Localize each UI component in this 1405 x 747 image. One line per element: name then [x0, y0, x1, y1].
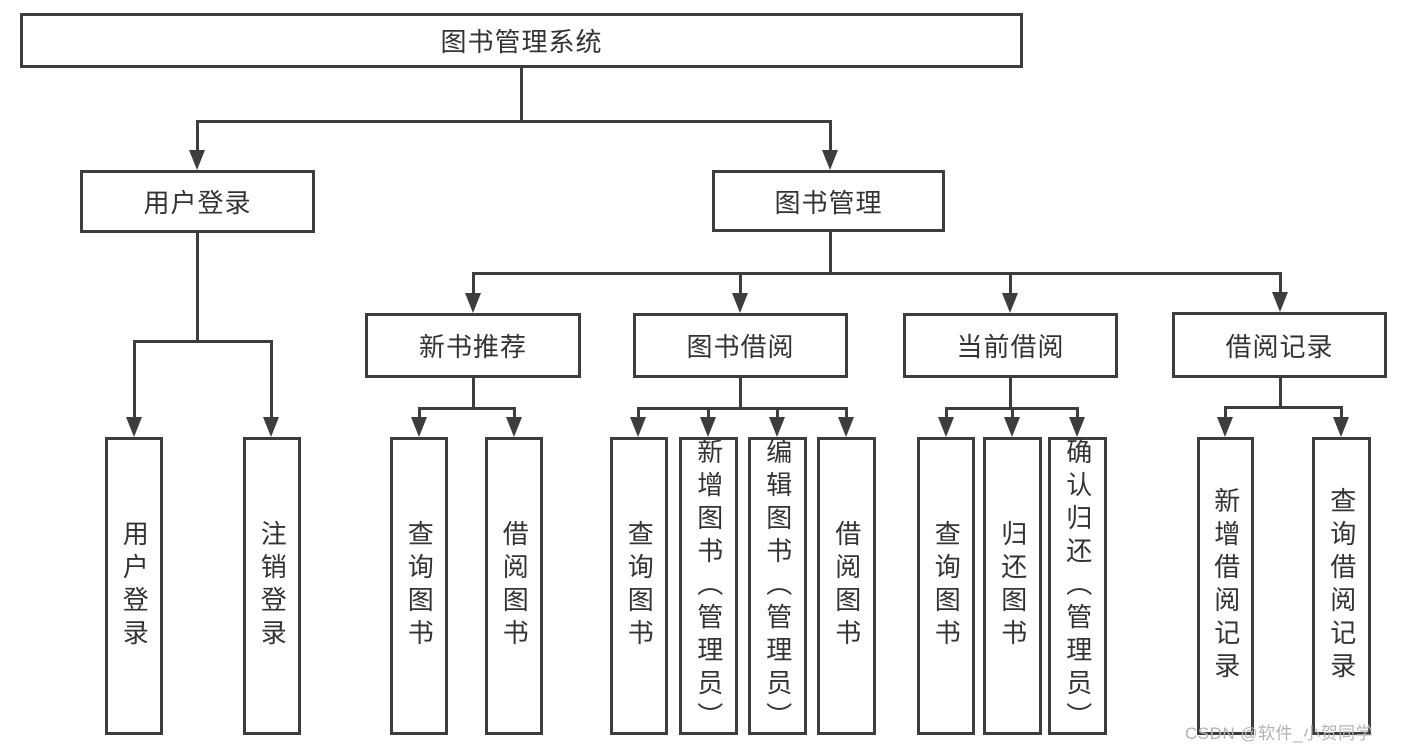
connector-arrow-shaft-2 [132, 340, 136, 419]
connector-arrow-shaft-5 [738, 272, 742, 295]
connector-arrow-shaft-10 [636, 407, 640, 419]
node-label-return-books: 归还图书 [997, 520, 1028, 652]
connector-arrow-shaft-14 [944, 407, 948, 419]
node-borrowing-records: 借阅记录 [1172, 312, 1387, 378]
connector-arrow-shaft-4 [471, 272, 475, 295]
arrowhead-icon-5 [732, 293, 748, 313]
node-label-new-book-recommendation: 新书推荐 [418, 332, 527, 362]
node-label-add-borrow-record: 新增借阅记录 [1210, 487, 1241, 685]
node-add-books-admin: 新增图书（管理员） [679, 437, 738, 735]
node-logout-leaf: 注销登录 [243, 437, 301, 735]
arrowhead-icon-16 [1069, 417, 1085, 437]
arrowhead-icon-13 [838, 417, 854, 437]
arrowhead-icon-7 [1272, 292, 1288, 312]
connector-arrow-shaft-18 [1339, 406, 1343, 419]
connector-arrow-shaft-12 [775, 407, 779, 419]
arrowhead-icon-10 [630, 417, 646, 437]
node-label-add-books-admin: 新增图书（管理员） [693, 437, 724, 735]
connector-stem-0 [519, 68, 523, 122]
node-query-books-borrowing: 查询图书 [610, 437, 668, 735]
arrowhead-icon-15 [1004, 417, 1020, 437]
connector-arrow-shaft-6 [1008, 272, 1012, 295]
connector-stem-4 [738, 378, 742, 409]
watermark: CSDN @软件_小贺同学 [1185, 724, 1374, 743]
connector-arrow-shaft-11 [706, 407, 710, 419]
arrowhead-icon-17 [1217, 417, 1233, 437]
connector-bar-3 [417, 407, 516, 410]
arrowhead-icon-11 [700, 417, 716, 437]
node-current-borrowing: 当前借阅 [903, 313, 1118, 378]
node-label-user-login-leaf: 用户登录 [119, 520, 150, 652]
node-label-borrow-books-borrowing: 借阅图书 [831, 520, 862, 652]
connector-bar-1 [132, 340, 273, 343]
node-label-query-books-current: 查询图书 [931, 520, 962, 652]
node-book-borrowing: 图书借阅 [633, 313, 848, 378]
connector-stem-2 [828, 232, 832, 274]
connector-arrow-shaft-13 [844, 407, 848, 419]
arrowhead-icon-0 [189, 150, 205, 170]
node-query-borrow-record: 查询借阅记录 [1312, 437, 1371, 735]
node-borrow-books-borrowing: 借阅图书 [817, 437, 876, 735]
node-label-current-borrowing: 当前借阅 [956, 332, 1065, 362]
node-label-query-borrow-record: 查询借阅记录 [1326, 487, 1357, 685]
node-book-management: 图书管理 [712, 170, 945, 232]
arrowhead-icon-3 [263, 417, 279, 437]
connector-bar-6 [1223, 406, 1343, 409]
node-label-confirm-return-admin: 确认归还（管理员） [1062, 437, 1093, 735]
arrowhead-icon-9 [506, 417, 522, 437]
arrowhead-icon-4 [465, 293, 481, 313]
node-query-books-current: 查询图书 [917, 437, 975, 735]
node-return-books: 归还图书 [983, 437, 1042, 735]
connector-arrow-shaft-0 [195, 120, 199, 152]
connector-arrow-shaft-1 [828, 120, 832, 152]
node-label-library-management-system: 图书管理系统 [440, 27, 603, 57]
arrowhead-icon-18 [1333, 417, 1349, 437]
connector-arrow-shaft-7 [1278, 272, 1282, 294]
node-borrow-books-recommend: 借阅图书 [485, 437, 543, 735]
node-edit-books-admin: 编辑图书（管理员） [748, 437, 807, 735]
arrowhead-icon-1 [822, 150, 838, 170]
node-confirm-return-admin: 确认归还（管理员） [1048, 437, 1107, 735]
connector-bar-0 [195, 120, 832, 123]
arrowhead-icon-14 [938, 417, 954, 437]
node-label-query-books-borrowing: 查询图书 [624, 520, 655, 652]
node-user-login-module: 用户登录 [80, 170, 315, 233]
arrowhead-icon-12 [769, 417, 785, 437]
node-add-borrow-record: 新增借阅记录 [1197, 437, 1254, 735]
node-label-edit-books-admin: 编辑图书（管理员） [762, 437, 793, 735]
connector-stem-1 [195, 233, 199, 342]
node-user-login-leaf: 用户登录 [105, 437, 163, 735]
connector-arrow-shaft-3 [269, 340, 273, 419]
connector-arrow-shaft-15 [1010, 407, 1014, 419]
node-new-book-recommendation: 新书推荐 [365, 313, 581, 378]
connector-stem-3 [471, 378, 475, 409]
arrowhead-icon-2 [126, 417, 142, 437]
arrowhead-icon-8 [411, 417, 427, 437]
connector-arrow-shaft-16 [1075, 407, 1079, 419]
arrowhead-icon-6 [1002, 293, 1018, 313]
connector-arrow-shaft-8 [417, 407, 421, 419]
connector-arrow-shaft-9 [512, 407, 516, 419]
node-library-management-system: 图书管理系统 [20, 13, 1023, 68]
node-label-book-management: 图书管理 [774, 187, 883, 218]
node-label-borrowing-records: 借阅记录 [1225, 331, 1334, 362]
node-label-user-login-module: 用户登录 [143, 188, 252, 218]
connector-bar-2 [471, 272, 1282, 275]
connector-arrow-shaft-17 [1223, 406, 1227, 419]
node-label-query-books-recommend: 查询图书 [404, 520, 435, 652]
connector-stem-5 [1008, 378, 1012, 409]
node-label-book-borrowing: 图书借阅 [686, 332, 795, 362]
node-label-borrow-books-recommend: 借阅图书 [499, 520, 530, 652]
connector-stem-6 [1278, 378, 1282, 408]
node-label-logout-leaf: 注销登录 [257, 520, 288, 652]
node-query-books-recommend: 查询图书 [390, 437, 448, 735]
connector-bar-4 [636, 407, 848, 410]
